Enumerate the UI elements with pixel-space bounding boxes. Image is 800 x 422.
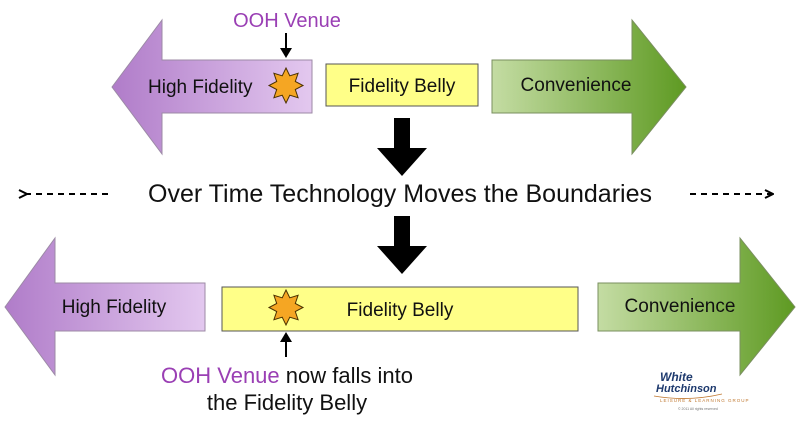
logo-tagline: LEISURE & LEARNING GROUP xyxy=(660,398,750,403)
middle-statement: Over Time Technology Moves the Boundarie… xyxy=(148,180,652,208)
top-venue-label: OOH Venue xyxy=(233,10,341,32)
bottom-venue-pointer xyxy=(280,332,292,357)
top-convenience-label: Convenience xyxy=(521,75,632,96)
down-arrow-bottom xyxy=(377,216,427,274)
logo-line1: White xyxy=(660,370,693,384)
bottom-caption-venue: OOH Venue xyxy=(161,363,280,388)
bottom-convenience-arrow xyxy=(597,236,796,377)
top-venue-star-icon xyxy=(267,66,305,105)
top-convenience-arrow xyxy=(491,18,687,156)
bottom-venue-star-icon xyxy=(267,288,305,327)
top-fidelity-belly-box xyxy=(325,63,479,107)
bottom-convenience-label: Convenience xyxy=(625,296,736,317)
white-hutchinson-logo: White Hutchinson LEISURE & LEARNING GROU… xyxy=(653,370,750,411)
down-arrow-top xyxy=(377,118,427,176)
logo-line2: Hutchinson xyxy=(656,383,717,395)
bottom-high-fidelity-arrow xyxy=(4,236,206,377)
bottom-caption-rest: now falls into xyxy=(280,363,413,388)
bottom-caption-line2: the Fidelity Belly xyxy=(207,390,367,415)
bottom-fidelity-belly-label: Fidelity Belly xyxy=(347,300,454,321)
top-venue-pointer xyxy=(280,33,292,58)
top-fidelity-belly-label: Fidelity Belly xyxy=(349,76,456,97)
bottom-caption-line1: OOH Venue now falls into xyxy=(161,363,413,388)
top-high-fidelity-arrow xyxy=(111,18,313,156)
bottom-high-fidelity-label: High Fidelity xyxy=(62,297,167,318)
logo-copyright: © 2011 All rights reserved xyxy=(678,407,718,411)
top-high-fidelity-label: High Fidelity xyxy=(148,77,253,98)
